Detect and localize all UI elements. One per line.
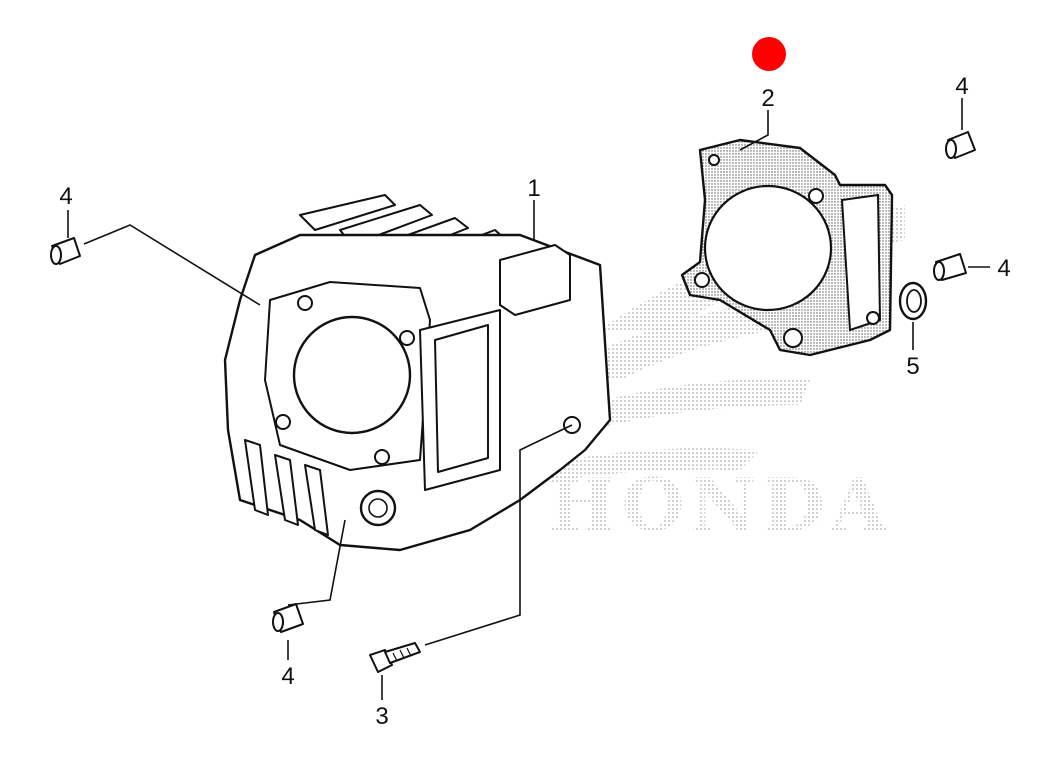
cylinder-part-1[interactable] [223, 194, 612, 552]
dowel-pin-right[interactable] [933, 253, 967, 281]
bolt-part-3[interactable] [369, 642, 421, 673]
dowel-pin-top-right[interactable] [945, 131, 976, 159]
callout-2: 2 [761, 85, 774, 112]
callout-4-left: 4 [59, 183, 72, 210]
red-marker-dot [752, 37, 786, 71]
callout-4-bottom: 4 [281, 663, 294, 690]
callout-3: 3 [375, 703, 388, 730]
callout-1: 1 [527, 175, 540, 202]
callout-4-top-right: 4 [955, 73, 968, 100]
callout-5: 5 [906, 353, 919, 380]
watermark-text: HONDA [548, 462, 893, 547]
leader-lines [67, 98, 990, 700]
dowel-pin-left[interactable] [50, 237, 81, 265]
gasket-part-2[interactable] [680, 138, 894, 357]
dowel-pin-bottom[interactable] [272, 603, 304, 633]
callout-4-right: 4 [997, 255, 1010, 282]
o-ring-part-5[interactable] [898, 281, 928, 321]
